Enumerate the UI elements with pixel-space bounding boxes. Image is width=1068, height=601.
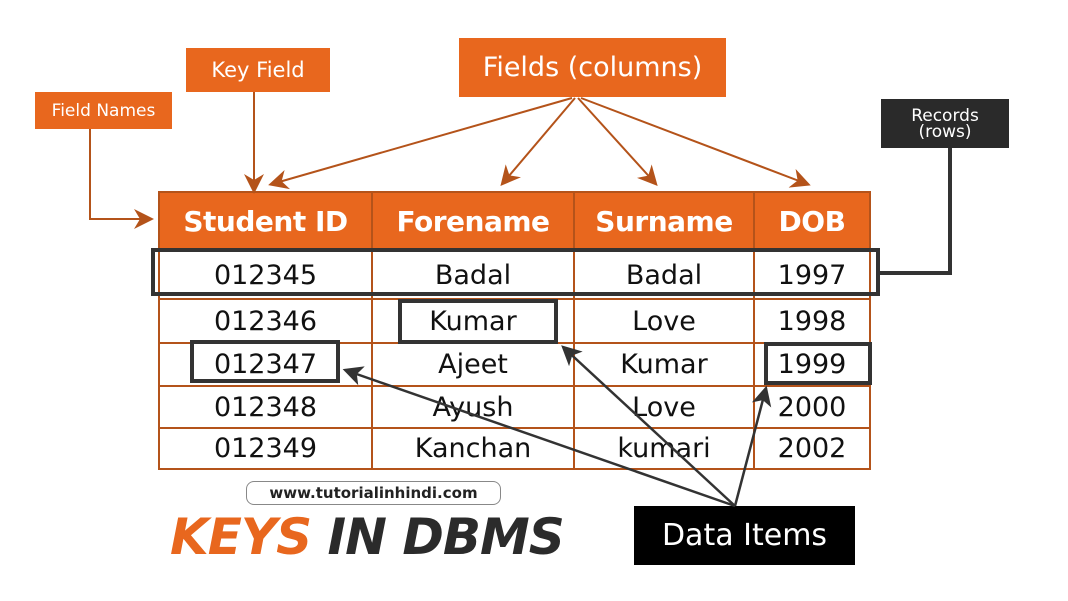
field-names-label: Field Names: [35, 92, 172, 129]
connector-records: [880, 148, 952, 275]
page-title: KEYS IN DBMS: [170, 508, 565, 566]
table-row: 012347 Ajeet Kumar 1999: [158, 342, 871, 387]
records-text: Records: [911, 105, 979, 126]
cell-forename: Badal: [371, 250, 575, 300]
cell-student-id: 012348: [158, 385, 373, 429]
cell-forename: Ayush: [371, 385, 575, 429]
cell-dob: 2000: [753, 385, 871, 429]
student-table: Student ID Forename Surname DOB 012345 B…: [158, 191, 871, 470]
table-row: 012345 Badal Badal 1997: [158, 250, 871, 300]
cell-student-id: 012345: [158, 250, 373, 300]
website-url: www.tutorialinhindi.com: [246, 481, 501, 505]
fields-columns-label: Fields (columns): [459, 38, 726, 97]
cell-surname: Love: [573, 385, 755, 429]
table-row: 012346 Kumar Love 1998: [158, 298, 871, 344]
arrows-data-items: [342, 345, 772, 508]
key-field-text: Key Field: [211, 58, 305, 82]
cell-forename: Kanchan: [371, 427, 575, 470]
data-items-text: Data Items: [661, 518, 828, 553]
cell-dob: 1997: [753, 250, 871, 300]
cell-forename: Ajeet: [371, 342, 575, 387]
title-keys: KEYS: [170, 508, 312, 566]
record-row-highlight: [151, 248, 880, 296]
table-header-row: Student ID Forename Surname DOB: [158, 191, 871, 251]
data-item-highlight-kumar: [398, 299, 558, 344]
header-forename: Forename: [371, 191, 575, 251]
header-student-id: Student ID: [158, 191, 373, 251]
table-row: 012349 Kanchan kumari 2002: [158, 427, 871, 470]
cell-surname: Kumar: [573, 342, 755, 387]
header-surname: Surname: [573, 191, 755, 251]
table-row: 012348 Ayush Love 2000: [158, 385, 871, 429]
cell-surname: Love: [573, 298, 755, 344]
data-items-label: Data Items: [634, 506, 855, 565]
key-field-label: Key Field: [186, 48, 330, 92]
rows-text: (rows): [918, 121, 972, 142]
cell-student-id: 012346: [158, 298, 373, 344]
field-names-text: Field Names: [51, 100, 156, 121]
fields-columns-text: Fields (columns): [482, 52, 703, 83]
arrow-field-names: [89, 129, 154, 229]
cell-student-id: 012349: [158, 427, 373, 470]
cell-surname: Badal: [573, 250, 755, 300]
cell-dob: 1998: [753, 298, 871, 344]
website-url-text: www.tutorialinhindi.com: [269, 484, 478, 502]
cell-dob: 2002: [753, 427, 871, 470]
cell-forename: Kumar: [371, 298, 575, 344]
records-rows-label: Records (rows): [881, 99, 1009, 148]
data-item-highlight-012347: [190, 340, 340, 383]
header-dob: DOB: [753, 191, 871, 251]
title-in-dbms: IN DBMS: [311, 508, 565, 566]
cell-surname: kumari: [573, 427, 755, 470]
arrows-fields-columns: [268, 97, 811, 190]
data-item-highlight-1999: [764, 342, 872, 385]
